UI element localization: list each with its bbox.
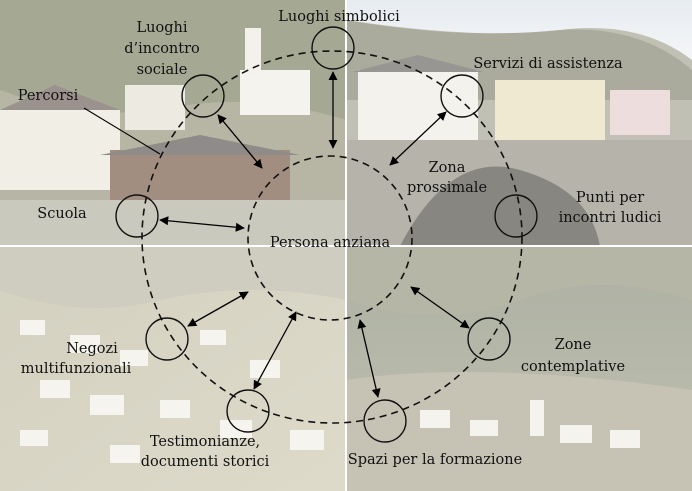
label-luoghi-incontro-line3: sociale [137, 62, 188, 78]
arrow-testimonianze [253, 311, 297, 390]
node-servizi-assistenza [440, 74, 484, 118]
label-punti-line1: Punti per [576, 190, 644, 206]
bridge-arch [400, 166, 600, 246]
arrow-spazi-formazione [357, 319, 381, 398]
roof-tr-1 [352, 55, 484, 72]
valley-br [346, 372, 692, 491]
sky-tr [346, 0, 692, 60]
label-servizi-assistenza: Servizi di assistenza [473, 56, 623, 72]
label-luoghi-incontro-line1: Luoghi [137, 20, 188, 36]
center-label: Persona anziana [270, 235, 391, 251]
village-roofs-br [420, 400, 640, 448]
label-luoghi-incontro-line2: d’incontro [124, 41, 200, 57]
node-scuola [115, 194, 159, 238]
building-tl-1 [0, 110, 120, 190]
church-tl [240, 70, 310, 115]
node-luoghi-simbolici [311, 26, 355, 70]
building-tr-2 [495, 80, 605, 140]
label-luoghi-simbolici: Luoghi simbolici [278, 9, 400, 25]
label-testimonianze-line1: Testimonianze, [150, 434, 260, 450]
building-tl-2 [125, 85, 185, 130]
node-testimonianze [226, 389, 270, 433]
node-luoghi-incontro [181, 74, 225, 118]
label-zone-line2: contemplative [521, 359, 625, 375]
inner-zone-label-1: Zona [429, 160, 466, 176]
label-percorsi: Percorsi [18, 88, 79, 104]
label-negozi-line1: Negozi [66, 341, 118, 357]
bell-tower [245, 28, 261, 73]
arrow-servizi-assistenza [389, 111, 447, 166]
node-negozi [145, 317, 189, 361]
label-zone-line1: Zone [555, 337, 592, 353]
building-tr-3 [610, 90, 670, 135]
node-zone-contemplative [467, 317, 511, 361]
roof-tl-1 [0, 85, 120, 110]
arrow-luoghi-incontro [217, 114, 263, 169]
arrow-zone-contemplative [410, 286, 470, 329]
node-spazi-formazione [363, 399, 407, 443]
node-punti-incontri-ludici [494, 194, 538, 238]
inner-zone-circle [247, 155, 413, 321]
inner-zone-label-2: prossimale [407, 180, 487, 196]
label-scuola: Scuola [37, 206, 87, 222]
leader-percorsi [83, 107, 161, 155]
slope-bl [0, 246, 346, 308]
label-spazi-formazione: Spazi per la formazione [348, 452, 522, 468]
arrow-scuola [159, 216, 245, 232]
label-punti-line2: incontri ludici [559, 210, 662, 226]
label-testimonianze-line2: documenti storici [141, 454, 270, 470]
label-negozi-line2: multifunzionali [21, 361, 132, 377]
arrow-negozi [187, 291, 249, 327]
